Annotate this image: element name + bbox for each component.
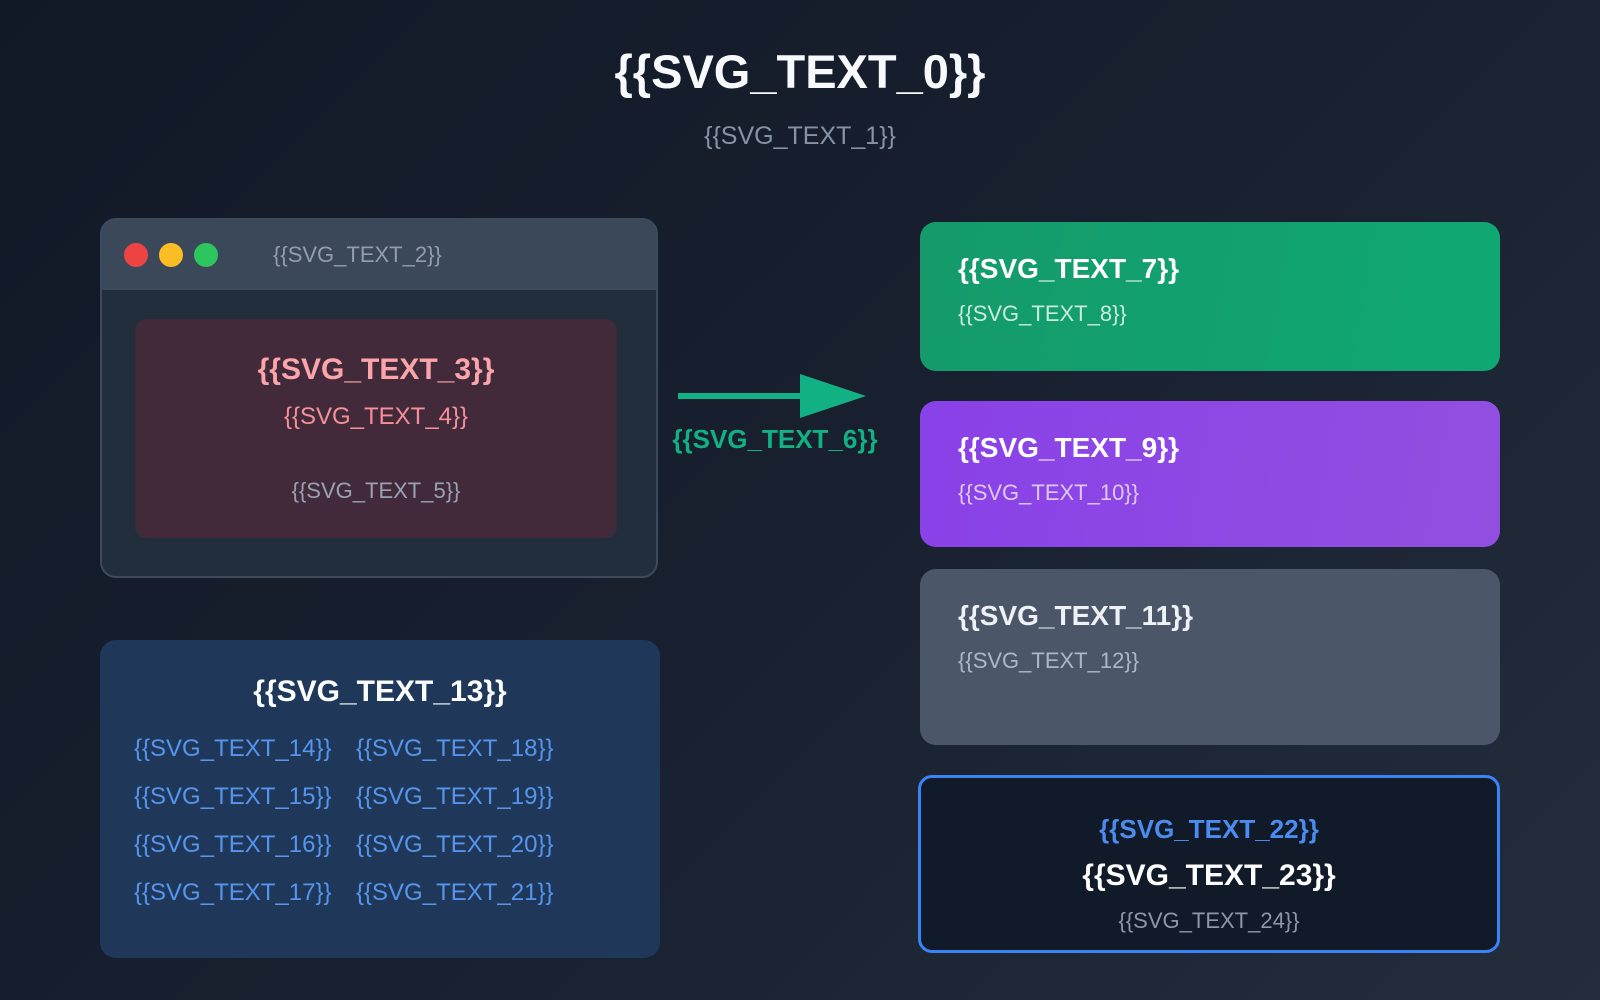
list-item: {{SVG_TEXT_15}} (134, 783, 332, 810)
list-card: {{SVG_TEXT_13}} {{SVG_TEXT_14}} {{SVG_TE… (100, 640, 660, 958)
list-card-title: {{SVG_TEXT_13}} (253, 675, 507, 708)
traffic-light-red-icon (124, 243, 148, 267)
result-card-subtitle: {{SVG_TEXT_12}} (958, 648, 1140, 673)
error-heading: {{SVG_TEXT_3}} (257, 353, 495, 386)
page-subtitle: {{SVG_TEXT_1}} (704, 122, 896, 150)
error-message: {{SVG_TEXT_4}} (283, 403, 469, 430)
list-item: {{SVG_TEXT_19}} (356, 783, 554, 810)
error-note: {{SVG_TEXT_5}} (291, 478, 461, 503)
callout-line1: {{SVG_TEXT_22}} (1099, 814, 1319, 844)
browser-title-text: {{SVG_TEXT_2}} (273, 242, 442, 267)
arrow-label: {{SVG_TEXT_6}} (672, 424, 878, 454)
traffic-light-yellow-icon (159, 243, 183, 267)
flow-arrow-group: {{SVG_TEXT_6}} (672, 370, 878, 455)
result-card-purple: {{SVG_TEXT_9}} {{SVG_TEXT_10}} (920, 401, 1500, 547)
result-card-subtitle: {{SVG_TEXT_10}} (958, 480, 1140, 505)
list-item: {{SVG_TEXT_20}} (356, 831, 554, 858)
callout-line2: {{SVG_TEXT_23}} (1082, 859, 1336, 892)
list-item: {{SVG_TEXT_14}} (134, 735, 332, 762)
result-card-title: {{SVG_TEXT_7}} (958, 253, 1179, 284)
result-card-slate: {{SVG_TEXT_11}} {{SVG_TEXT_12}} (920, 569, 1500, 745)
callout-card: {{SVG_TEXT_22}} {{SVG_TEXT_23}} {{SVG_TE… (918, 775, 1500, 953)
list-grid: {{SVG_TEXT_14}} {{SVG_TEXT_18}} {{SVG_TE… (100, 734, 660, 907)
result-card-subtitle: {{SVG_TEXT_8}} (958, 301, 1127, 326)
list-item: {{SVG_TEXT_16}} (134, 831, 332, 858)
error-box: {{SVG_TEXT_3}} {{SVG_TEXT_4}} {{SVG_TEXT… (135, 319, 617, 538)
traffic-light-green-icon (194, 243, 218, 267)
browser-window-mockup: {{SVG_TEXT_2}} {{SVG_TEXT_3}} {{SVG_TEXT… (100, 218, 658, 578)
browser-titlebar: {{SVG_TEXT_2}} (102, 220, 656, 290)
page-title: {{SVG_TEXT_0}} (614, 45, 986, 98)
callout-line3: {{SVG_TEXT_24}} (1118, 908, 1300, 933)
result-card-title: {{SVG_TEXT_11}} (958, 600, 1194, 631)
list-item: {{SVG_TEXT_18}} (356, 735, 554, 762)
list-item: {{SVG_TEXT_17}} (134, 879, 332, 906)
list-item: {{SVG_TEXT_21}} (356, 879, 554, 906)
arrow-right-icon (678, 374, 866, 418)
result-card-title: {{SVG_TEXT_9}} (958, 432, 1179, 463)
result-card-green: {{SVG_TEXT_7}} {{SVG_TEXT_8}} (920, 222, 1500, 371)
